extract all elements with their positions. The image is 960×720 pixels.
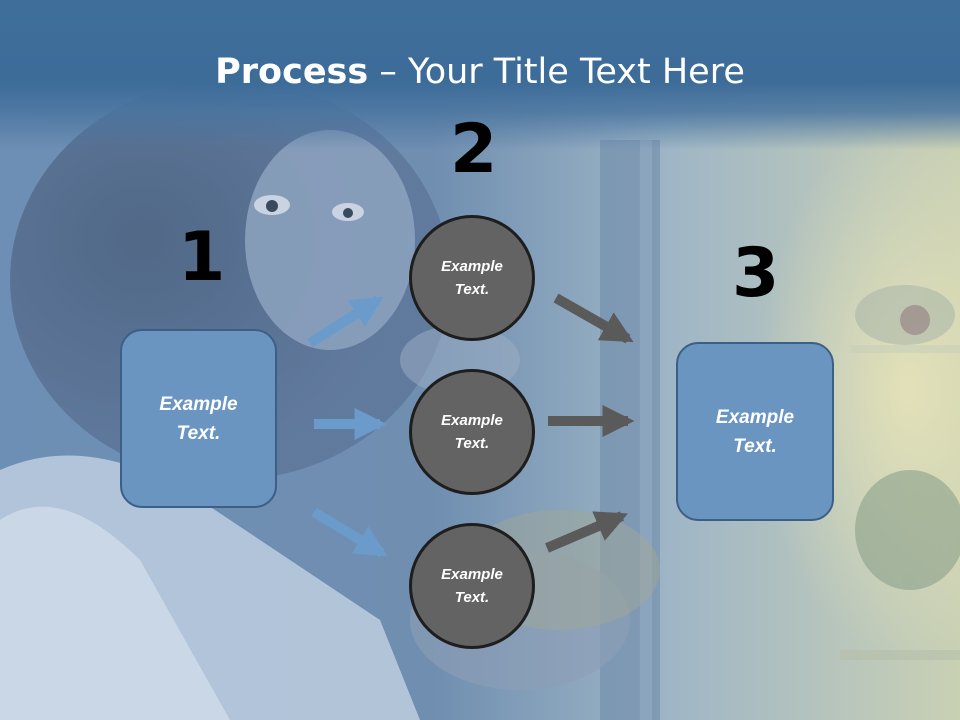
- title-rest: – Your Title Text Here: [368, 52, 745, 92]
- step-2-circle-bottom: Example Text.: [409, 523, 535, 649]
- step-3-box: Example Text.: [676, 342, 834, 521]
- step-2-circle-top: Example Text.: [409, 215, 535, 341]
- step-number-1: 1: [178, 218, 226, 297]
- arrow-top-to-right: [553, 293, 634, 344]
- circle-middle-text: Example Text.: [441, 412, 503, 452]
- arrow-left-to-top: [307, 295, 384, 348]
- step-number-2: 2: [450, 110, 498, 189]
- circle-top-text: Example Text.: [441, 258, 503, 298]
- arrow-bottom-to-right: [545, 511, 628, 553]
- page-title: Process – Your Title Text Here: [0, 52, 960, 92]
- step-1-box: Example Text.: [120, 329, 277, 508]
- arrow-left-to-bottom: [311, 507, 388, 558]
- title-banner: [0, 0, 960, 150]
- step-3-text: Example Text.: [715, 406, 795, 457]
- step-1-text: Example Text.: [159, 393, 238, 444]
- circle-bottom-text: Example Text.: [441, 566, 503, 606]
- step-2-circle-middle: Example Text.: [409, 369, 535, 495]
- step-number-3: 3: [732, 234, 780, 313]
- title-bold: Process: [215, 52, 369, 92]
